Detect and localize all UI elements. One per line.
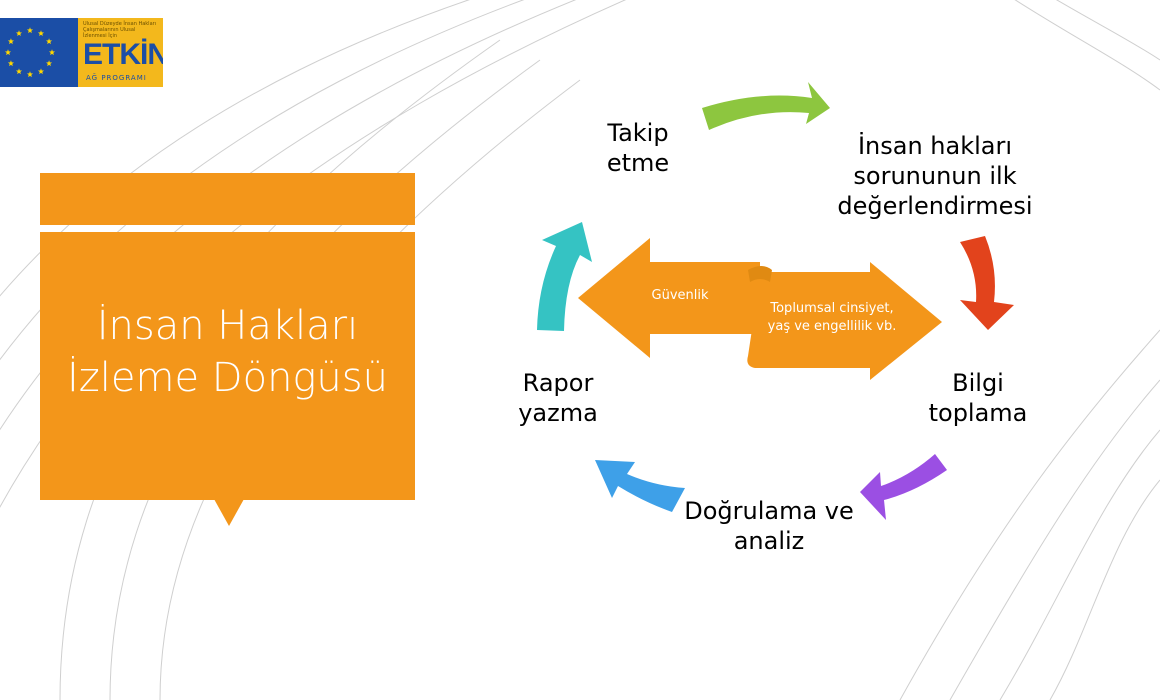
center-right-label: Toplumsal cinsiyet, yaş ve engellilik vb…: [767, 301, 897, 334]
step-ilk-degerlendirme: İnsan hakları sorununun ilk değerlendirm…: [837, 132, 1033, 220]
eu-star-icon: [48, 49, 56, 56]
arrow-red: [960, 236, 1014, 330]
eu-flag-icon: [0, 18, 78, 87]
program-logo: Ulusal Düzeyde İnsan Hakları Çalışmaları…: [0, 18, 163, 87]
eu-star-icon: [26, 27, 34, 34]
logo-wordmark: Ulusal Düzeyde İnsan Hakları Çalışmaları…: [78, 18, 163, 87]
eu-star-icon: [4, 49, 12, 56]
panel-pointer: [214, 499, 244, 526]
title-line-2: İzleme Döngüsü: [67, 355, 388, 401]
step-dogrulama-analiz: Doğrulama ve analiz: [684, 497, 854, 555]
step-takip-etme: Takip etme: [606, 119, 670, 177]
page-title: İnsan Hakları İzleme Döngüsü: [40, 300, 415, 404]
logo-tagline: Ulusal Düzeyde İnsan Hakları Çalışmaları…: [83, 21, 157, 39]
eu-star-icon: [7, 60, 14, 67]
step-rapor-yazma: Rapor yazma: [518, 369, 598, 427]
center-left-label: Güvenlik: [651, 288, 709, 303]
eu-star-icon: [7, 38, 14, 45]
title-band: [40, 173, 415, 225]
arrow-green: [702, 82, 830, 130]
eu-star-icon: [37, 68, 45, 75]
scroll-fold: [748, 266, 772, 282]
title-panel: [40, 232, 415, 500]
arrow-purple: [860, 454, 947, 520]
title-line-1: İnsan Hakları: [96, 303, 359, 349]
arrow-blue: [595, 460, 685, 512]
eu-star-icon: [15, 30, 23, 37]
arrow-right-toplumsal: [747, 262, 942, 380]
eu-star-icon: [15, 68, 23, 75]
eu-star-icon: [46, 38, 53, 45]
eu-star-icon: [37, 30, 45, 37]
arrow-left-guvenlik: [578, 238, 760, 358]
arrow-teal: [537, 222, 592, 331]
step-bilgi-toplama: Bilgi toplama: [928, 369, 1028, 427]
eu-star-icon: [26, 71, 34, 78]
eu-star-icon: [46, 60, 53, 67]
logo-name: ETKİNİZ: [83, 38, 163, 71]
logo-subname: AĞ PROGRAMI: [86, 74, 147, 82]
